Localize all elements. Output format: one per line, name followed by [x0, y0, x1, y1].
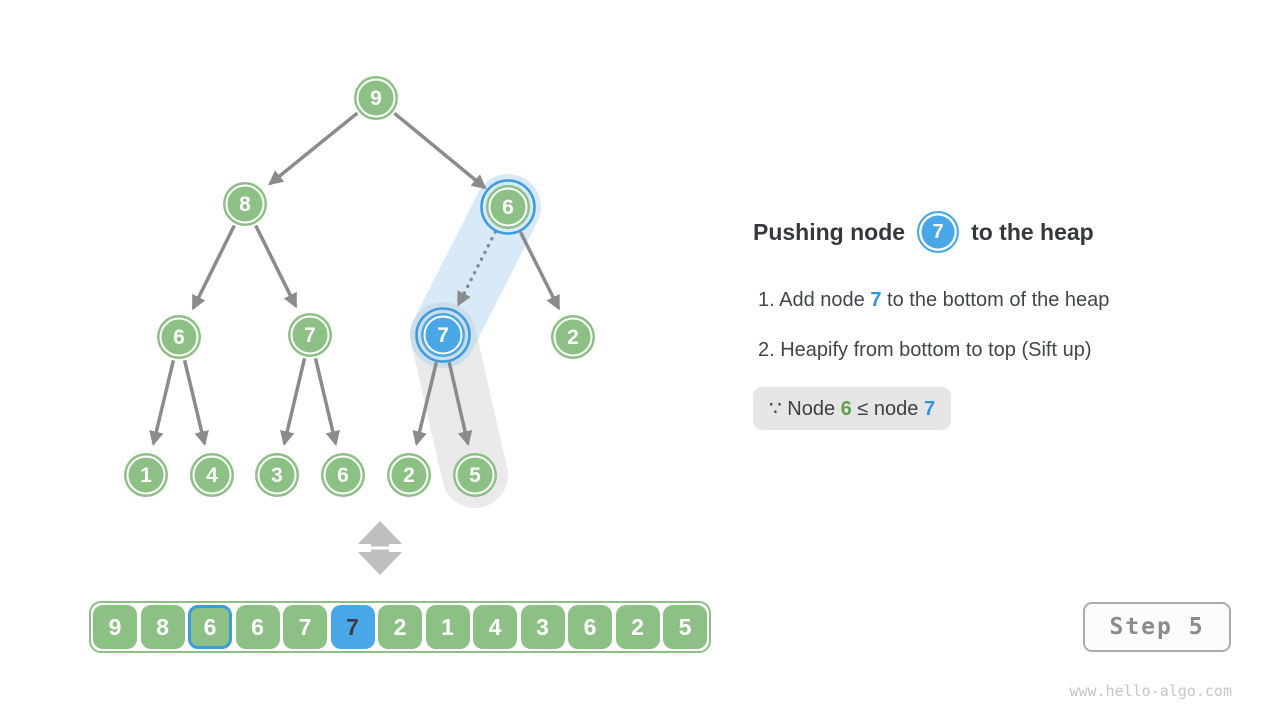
pushed-node-badge: 7: [917, 211, 960, 253]
edge-8-6: [191, 224, 236, 311]
watermark: www.hello-algo.com: [1069, 682, 1232, 700]
tree-node-leaf-1: 1: [124, 453, 168, 497]
array-cell: 8: [140, 605, 185, 649]
tree-node-value: 4: [206, 464, 218, 487]
tree-node-root-9: 9: [354, 76, 398, 120]
tree-node-6-highlighted: 6: [480, 179, 536, 235]
up-down-arrow-icon: [358, 521, 402, 575]
tree-node-7-pushed: 7: [415, 307, 471, 363]
tree-node-value: 5: [469, 464, 481, 487]
title-prefix: Pushing node: [753, 218, 906, 245]
note-blue-value: 7: [923, 398, 936, 420]
edge-7-5: [447, 361, 473, 446]
tree-node-value: 7: [304, 324, 316, 347]
tree-node-value: 6: [502, 196, 514, 219]
array-cell: 6: [568, 605, 612, 649]
tree-node-leaf-6: 6: [321, 453, 365, 497]
array-cell: 9: [93, 605, 137, 649]
tree-node-value: 8: [239, 193, 251, 216]
step-indicator-label: Step 5: [1109, 614, 1205, 640]
tree-nodes: 9 8 6 6 7 7 2 1: [124, 76, 595, 497]
heap-array: 9 8 6 6 7 7 2 1 4 3 6 2 5: [89, 601, 711, 653]
array-cell: 4: [473, 605, 517, 649]
edge-7-6: [313, 357, 340, 446]
array-cell: 7: [283, 605, 327, 649]
instruction-step-1: 1. Add node 7 to the bottom of the heap: [758, 289, 1109, 312]
swap-highlight-blue-capsule: [410, 174, 541, 368]
tree-node-value: 6: [337, 464, 349, 487]
heap-tree-diagram: 9 8 6 6 7 7 2 1: [124, 76, 595, 575]
note-text-mid: ≤ node: [857, 398, 919, 420]
tree-node-2-right: 2: [551, 315, 595, 359]
tree-node-value: 9: [370, 87, 382, 110]
tree-edges: [149, 111, 561, 447]
pushed-node-badge-value: 7: [932, 220, 944, 243]
edge-7-3: [280, 357, 307, 446]
tree-node-value: 7: [437, 324, 449, 347]
tree-node-value: 3: [271, 464, 283, 487]
step1-text-tail: to the bottom of the heap: [887, 289, 1110, 311]
step2-text: 2. Heapify from bottom to top (Sift up): [758, 339, 1092, 361]
tree-node-value: 2: [567, 326, 579, 349]
note-green-value: 6: [840, 398, 852, 420]
tree-node-leaf-4: 4: [190, 453, 234, 497]
explanation-panel: Pushing node 7 to the heap 1. Add node 7…: [753, 211, 1109, 430]
array-cell: 3: [520, 605, 565, 649]
tree-node-value: 6: [173, 326, 185, 349]
comparison-note: ∵ Node 6 ≤ node 7: [753, 387, 952, 430]
edge-6-4: [182, 359, 209, 447]
tree-node-leaf-5: 5: [453, 453, 497, 497]
tree-node-value: 1: [140, 464, 152, 487]
edge-6-2: [518, 231, 561, 311]
step1-text: 1. Add node: [758, 289, 865, 311]
array-cell: 2: [378, 605, 422, 649]
panel-title: Pushing node 7 to the heap: [753, 211, 1109, 253]
array-cell-highlighted-6: 6: [188, 605, 232, 649]
tree-node-7-left: 7: [288, 313, 332, 357]
tree-node-leaf-3: 3: [255, 453, 299, 497]
because-symbol: ∵: [769, 398, 782, 420]
tree-node-leaf-2: 2: [387, 453, 431, 497]
note-text: Node: [787, 398, 836, 420]
edge-8-7: [254, 224, 298, 309]
title-suffix: to the heap: [971, 218, 1094, 245]
tree-node-value: 2: [403, 464, 415, 487]
array-cell: 6: [235, 605, 280, 649]
edge-7-2: [412, 361, 439, 447]
step1-node-value: 7: [870, 289, 882, 311]
array-cell-pushed-7: 7: [330, 605, 375, 649]
step-indicator: Step 5: [1083, 602, 1231, 652]
array-cell: 1: [425, 605, 470, 649]
edge-9-8: [268, 111, 359, 186]
edge-6-1: [149, 359, 176, 447]
tree-node-8: 8: [223, 182, 267, 226]
array-cell: 2: [615, 605, 660, 649]
edge-9-6: [393, 111, 487, 190]
array-cell: 5: [663, 605, 707, 649]
dotted-arrow-icon: [456, 230, 498, 307]
tree-node-6-left: 6: [157, 315, 201, 359]
instruction-step-2: 2. Heapify from bottom to top (Sift up): [758, 339, 1109, 362]
